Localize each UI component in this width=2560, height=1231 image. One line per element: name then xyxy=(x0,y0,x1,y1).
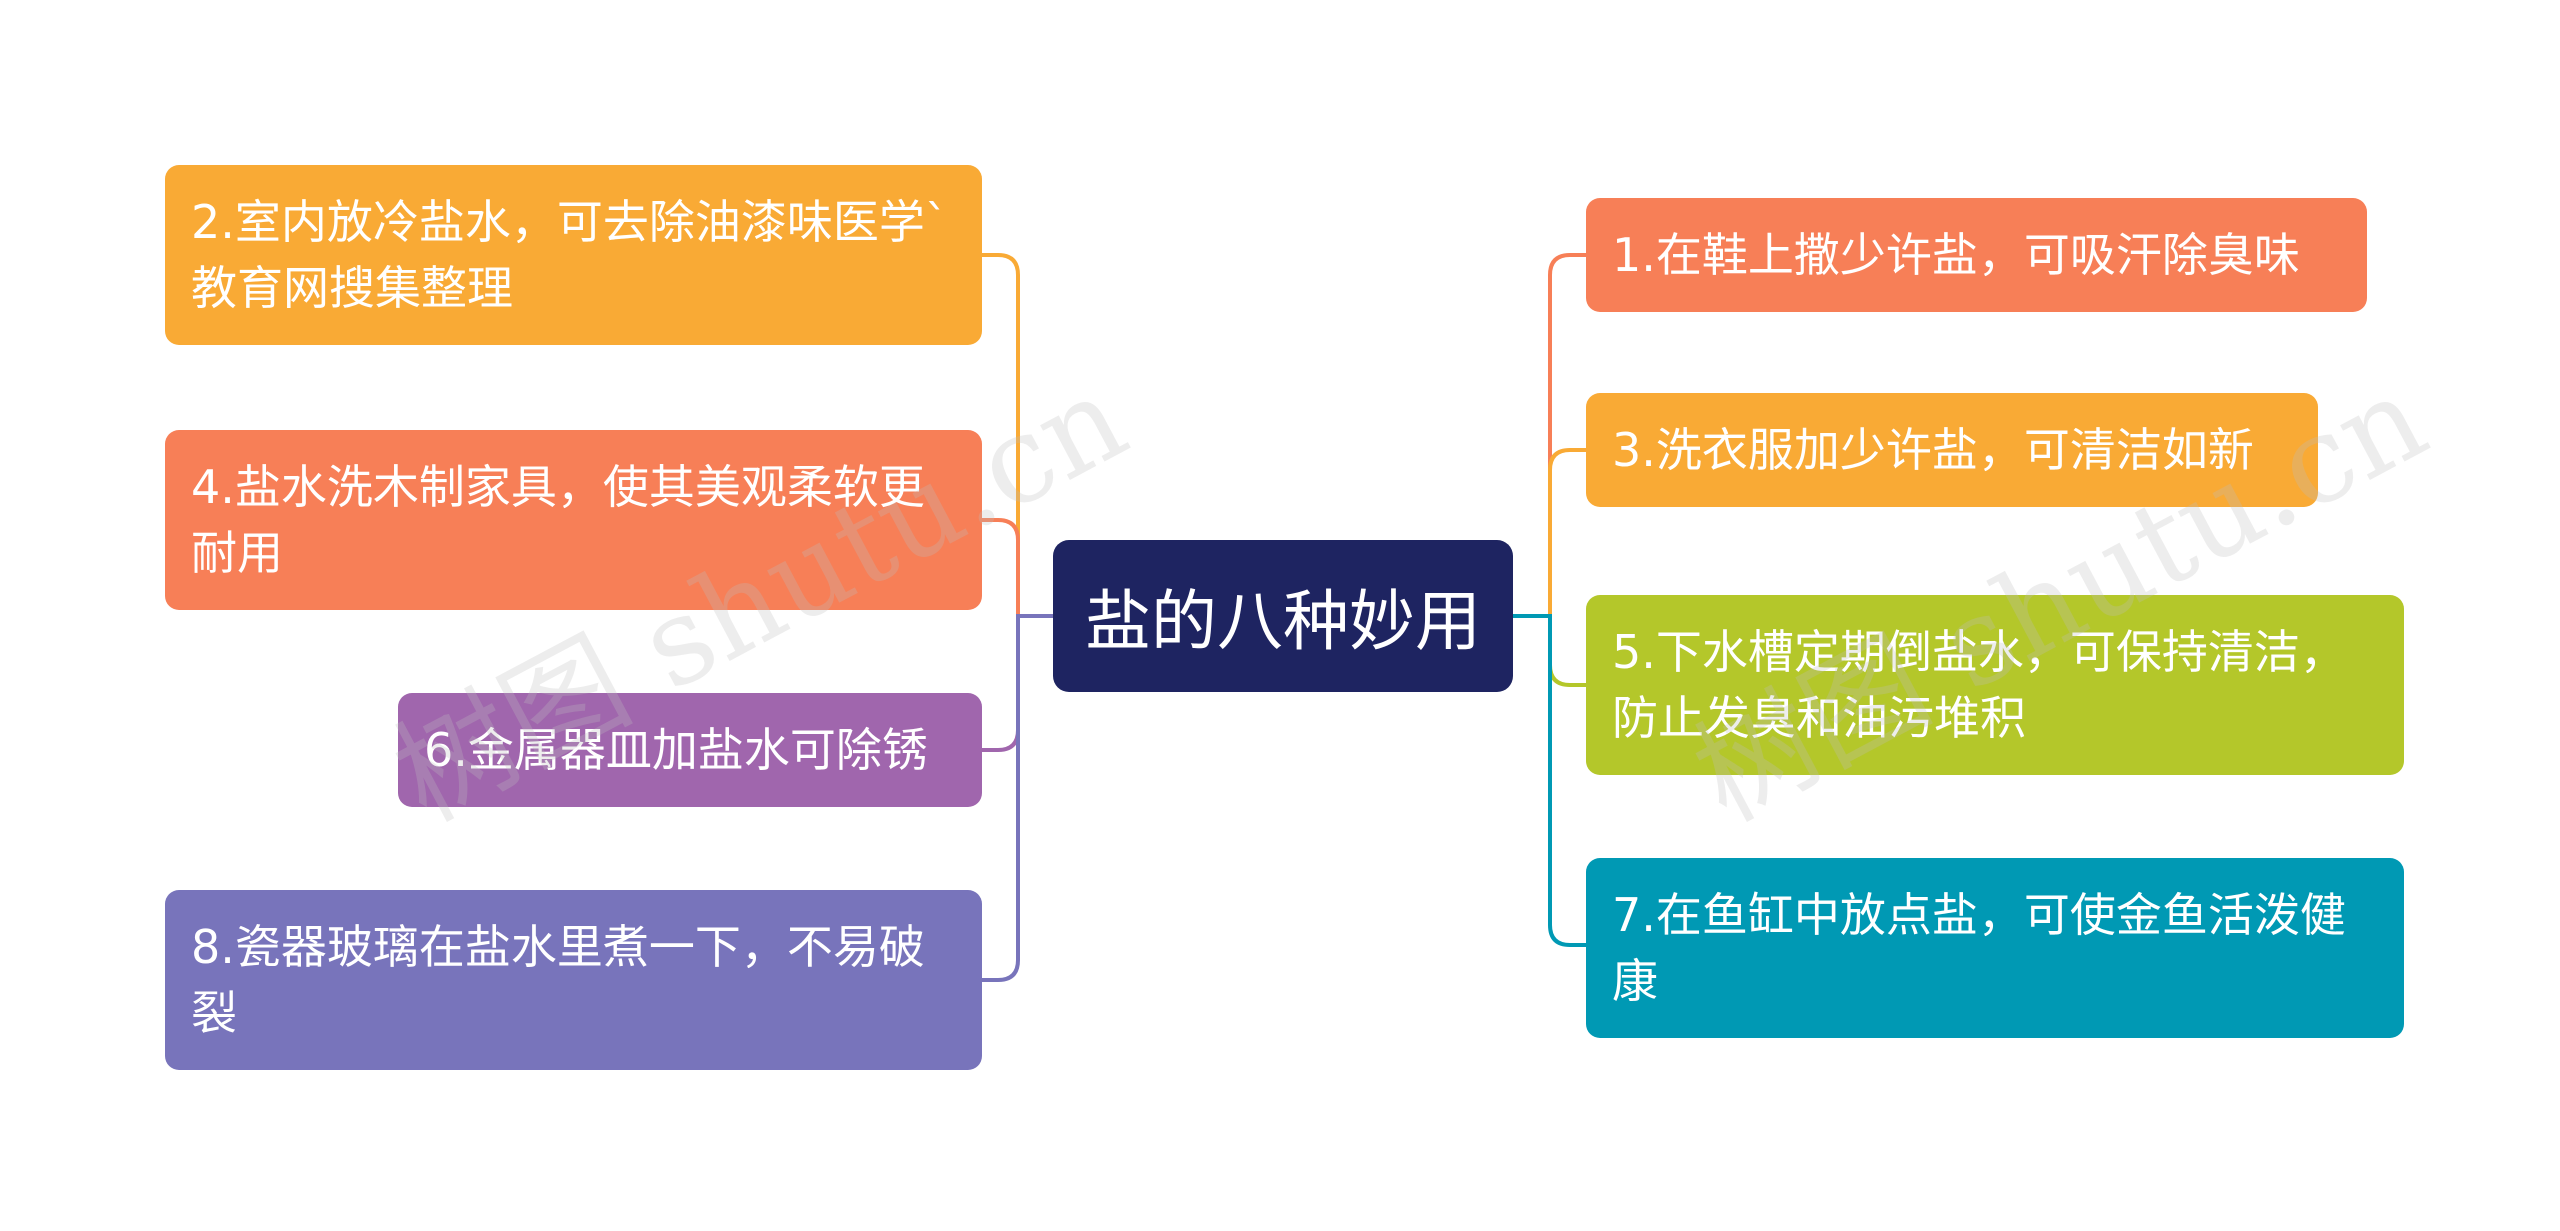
topic-node-2-label: 2.室内放冷盐水，可去除油漆味医学`教育网搜集整理 xyxy=(191,195,948,315)
topic-node-1[interactable]: 1.在鞋上撒少许盐，可吸汗除臭味 xyxy=(1586,198,2367,312)
connector-right-7 xyxy=(1513,614,1586,947)
root-node[interactable]: 盐的八种妙用 xyxy=(1053,540,1513,692)
topic-node-4-label: 4.盐水洗木制家具，使其美观柔软更耐用 xyxy=(191,460,925,580)
topic-node-5[interactable]: 5.下水槽定期倒盐水，可保持清洁，防止发臭和油污堆积 xyxy=(1586,595,2404,775)
connector-left-8 xyxy=(982,614,1053,982)
topic-node-6[interactable]: 6.金属器皿加盐水可除锈 xyxy=(398,693,982,807)
topic-node-1-label: 1.在鞋上撒少许盐，可吸汗除臭味 xyxy=(1612,228,2300,282)
connector-right-1 xyxy=(1513,253,1586,618)
topic-node-7[interactable]: 7.在鱼缸中放点盐，可使金鱼活泼健康 xyxy=(1586,858,2404,1038)
topic-node-8[interactable]: 8.瓷器玻璃在盐水里煮一下，不易破裂 xyxy=(165,890,982,1070)
topic-node-5-label: 5.下水槽定期倒盐水，可保持清洁，防止发臭和油污堆积 xyxy=(1612,625,2346,745)
connector-left-4 xyxy=(982,518,1053,618)
topic-node-2[interactable]: 2.室内放冷盐水，可去除油漆味医学`教育网搜集整理 xyxy=(165,165,982,345)
topic-node-8-label: 8.瓷器玻璃在盐水里煮一下，不易破裂 xyxy=(191,920,925,1040)
topic-node-3-label: 3.洗衣服加少许盐，可清洁如新 xyxy=(1612,423,2254,477)
root-node-label: 盐的八种妙用 xyxy=(1085,583,1481,660)
connector-right-3 xyxy=(1513,448,1586,618)
connector-left-2 xyxy=(982,253,1053,618)
topic-node-7-label: 7.在鱼缸中放点盐，可使金鱼活泼健康 xyxy=(1612,888,2346,1008)
topic-node-6-label: 6.金属器皿加盐水可除锈 xyxy=(424,723,928,777)
topic-node-4[interactable]: 4.盐水洗木制家具，使其美观柔软更耐用 xyxy=(165,430,982,610)
topic-node-3[interactable]: 3.洗衣服加少许盐，可清洁如新 xyxy=(1586,393,2318,507)
